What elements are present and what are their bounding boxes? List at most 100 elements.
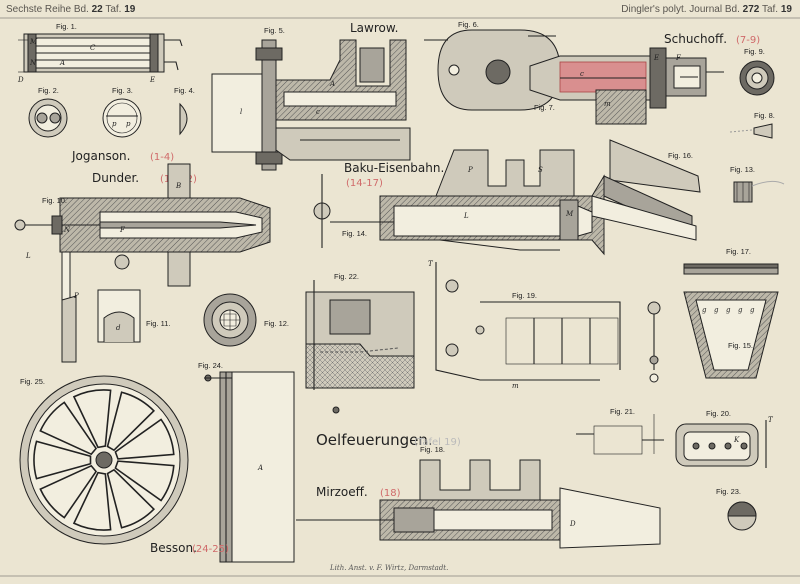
group-baku-figs: (14-17) bbox=[346, 178, 383, 189]
fig1-letter-m: M bbox=[29, 38, 38, 46]
fig7-label: Fig. 7. bbox=[534, 103, 555, 112]
fig1-letter-n: N bbox=[29, 59, 37, 67]
wheel-segment bbox=[39, 464, 98, 519]
fig20-drawing bbox=[675, 420, 767, 468]
header-journal-plate: 19 bbox=[780, 4, 792, 15]
fig13-drawing bbox=[733, 180, 785, 203]
wheel-segment bbox=[72, 389, 112, 449]
fig15-label: Fig. 15. bbox=[728, 341, 753, 350]
fig25-label: Fig. 25. bbox=[20, 377, 45, 386]
fig14-label: Fig. 14. bbox=[342, 229, 367, 238]
fig1-label: Fig. 1. bbox=[56, 22, 77, 31]
fig12-label: Fig. 12. bbox=[264, 319, 289, 328]
group-schuchoff: Schuchoff. bbox=[664, 32, 727, 46]
fig12-drawing bbox=[203, 293, 257, 347]
fig10-letter-b: B bbox=[175, 182, 181, 190]
group-besson: Besson. bbox=[150, 541, 197, 555]
fig13-label: Fig. 13. bbox=[730, 165, 755, 174]
fig1-letter-c: C bbox=[90, 44, 96, 52]
svg-text:p: p bbox=[112, 120, 117, 128]
fig8-label: Fig. 8. bbox=[754, 111, 775, 120]
svg-text:g: g bbox=[750, 306, 755, 314]
fig5-letter-c: c bbox=[316, 108, 320, 116]
fig24-drawing bbox=[204, 371, 295, 563]
fig1-letter-d: D bbox=[17, 76, 24, 84]
fig19-drawing bbox=[435, 262, 621, 381]
fig24-letter-a: A bbox=[257, 464, 263, 472]
wheel-segment bbox=[72, 471, 112, 531]
fig19-label: Fig. 19. bbox=[512, 291, 537, 300]
fig4-label: Fig. 4. bbox=[174, 86, 195, 95]
wheel-segment bbox=[106, 468, 155, 529]
fig14-letter-p: P bbox=[467, 166, 473, 174]
svg-text:p: p bbox=[126, 120, 131, 128]
header-plate-prefix: Taf. bbox=[105, 4, 122, 15]
fig5-label: Fig. 5. bbox=[264, 26, 285, 35]
fig7-letter-m: m bbox=[604, 100, 611, 108]
fig5-letter-l: l bbox=[240, 108, 242, 116]
fig1-letter-e: E bbox=[149, 76, 155, 84]
fig1-drawing bbox=[18, 33, 183, 73]
wheel-segment bbox=[114, 460, 175, 502]
fig19-letter-t: T bbox=[428, 260, 434, 268]
fig17-drawing bbox=[683, 263, 779, 275]
fig5-letter-a: A bbox=[329, 80, 335, 88]
header-volume: 22 bbox=[91, 4, 103, 15]
svg-text:g: g bbox=[738, 306, 743, 314]
fig14-drawing bbox=[313, 149, 605, 256]
fig17-label: Fig. 17. bbox=[726, 247, 751, 256]
wheel-segment bbox=[106, 391, 155, 452]
header-right: Dingler's polyt. Journal Bd. 272 Taf. 19 bbox=[621, 4, 792, 15]
fig18-letter-d: D bbox=[569, 520, 576, 528]
fig2-label: Fig. 2. bbox=[38, 86, 59, 95]
fig24-label: Fig. 24. bbox=[198, 361, 223, 370]
fig10-letter-l: L bbox=[25, 252, 31, 260]
fig2-drawing bbox=[28, 98, 68, 138]
fig18-label: Fig. 18. bbox=[420, 445, 445, 454]
fig10-label: Fig. 10. bbox=[42, 196, 67, 205]
fig21-drawing bbox=[576, 414, 664, 455]
fig16-label: Fig. 16. bbox=[668, 151, 693, 160]
fig14-letter-s: S bbox=[538, 166, 543, 174]
fig11-letter-d: d bbox=[116, 324, 121, 332]
group-besson-figs: (24-25) bbox=[192, 544, 229, 555]
fig7-letter-f: F bbox=[675, 54, 682, 62]
fig14-letter-l: L bbox=[463, 212, 469, 220]
fig9-drawing bbox=[739, 60, 775, 96]
fig23-label: Fig. 23. bbox=[716, 487, 741, 496]
fig14-letter-m: M bbox=[565, 210, 574, 218]
fig16-drawing bbox=[591, 139, 701, 241]
fig20-letter-t: T bbox=[768, 416, 774, 424]
fig9-label: Fig. 9. bbox=[744, 47, 765, 56]
svg-text:g: g bbox=[714, 306, 719, 314]
svg-text:g: g bbox=[702, 306, 707, 314]
fig10-letter-n: N bbox=[63, 226, 71, 234]
fig22-label: Fig. 22. bbox=[334, 272, 359, 281]
plate-subtitle: (Tafel 19) bbox=[414, 437, 461, 448]
fig6-label: Fig. 6. bbox=[458, 20, 479, 29]
fig4-drawing bbox=[179, 102, 188, 136]
group-joganson-figs: (1-4) bbox=[150, 152, 174, 163]
fig23-drawing bbox=[727, 501, 757, 531]
valve-drawing bbox=[647, 301, 661, 383]
fig3-label: Fig. 3. bbox=[112, 86, 133, 95]
svg-text:g: g bbox=[726, 306, 731, 314]
fig20-label: Fig. 20. bbox=[706, 409, 731, 418]
header-left: Sechste Reihe Bd. 22 Taf. 19 bbox=[6, 4, 135, 15]
fig10-letter-p: P bbox=[73, 292, 79, 300]
group-baku: Baku-Eisenbahn. bbox=[344, 161, 444, 175]
fig10-drawing bbox=[14, 163, 271, 363]
wheel-segment bbox=[33, 440, 92, 480]
fig8-drawing bbox=[729, 123, 773, 139]
fig7-drawing bbox=[529, 47, 724, 125]
header-journal-plate-prefix: Taf. bbox=[761, 4, 779, 15]
lithographer-credit: Lith. Anst. v. F. Wirtz, Darmstadt. bbox=[329, 564, 448, 572]
fig1-letter-a: A bbox=[59, 59, 65, 67]
fig7-letter-e: E bbox=[653, 54, 659, 62]
wheel-segment bbox=[39, 401, 98, 456]
fig5-drawing bbox=[211, 39, 411, 171]
header-journal: Dingler's polyt. Journal Bd. bbox=[621, 4, 740, 15]
